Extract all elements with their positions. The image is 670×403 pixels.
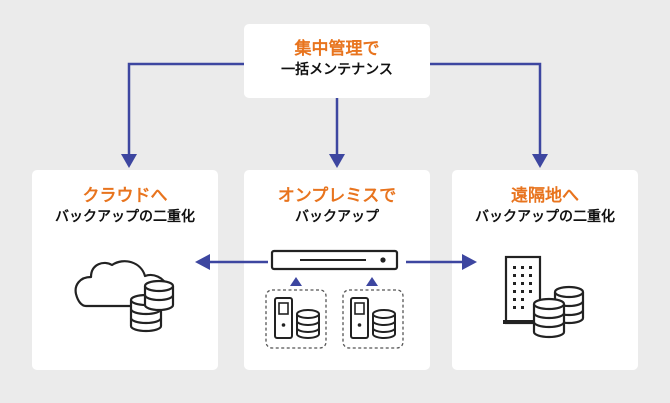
arrowhead-pc1-up <box>290 277 302 286</box>
remote-subtitle: バックアップの二重化 <box>475 209 615 225</box>
central-title: 集中管理で <box>294 39 380 59</box>
cloud-subtitle: バックアップの二重化 <box>55 209 195 225</box>
database-icon-remote <box>532 297 566 339</box>
arrow-to-cloud <box>127 62 244 158</box>
arrowhead-pc2-up <box>366 277 378 286</box>
cloud-title: クラウドへ <box>82 186 168 206</box>
arrowhead-left <box>195 254 210 270</box>
onprem-subtitle: バックアップ <box>295 209 379 225</box>
arrowhead-remote <box>532 154 548 168</box>
central-subtitle: 一括メンテナンス <box>281 62 393 78</box>
distribution-arrows <box>127 62 542 264</box>
client-group-1 <box>265 289 327 349</box>
arrow-to-remote <box>430 62 542 158</box>
remote-title: 遠隔地へ <box>511 186 579 206</box>
arrowhead-onprem <box>329 154 345 168</box>
arrowhead-right <box>462 254 477 270</box>
onprem-title: オンプレミスで <box>277 186 397 206</box>
database-icon-cloud-top <box>143 279 175 312</box>
client-group-2 <box>342 289 404 349</box>
central-management-box: 集中管理で 一括メンテナンス <box>244 24 430 98</box>
arrowhead-cloud <box>121 154 137 168</box>
server-icon <box>270 249 399 271</box>
